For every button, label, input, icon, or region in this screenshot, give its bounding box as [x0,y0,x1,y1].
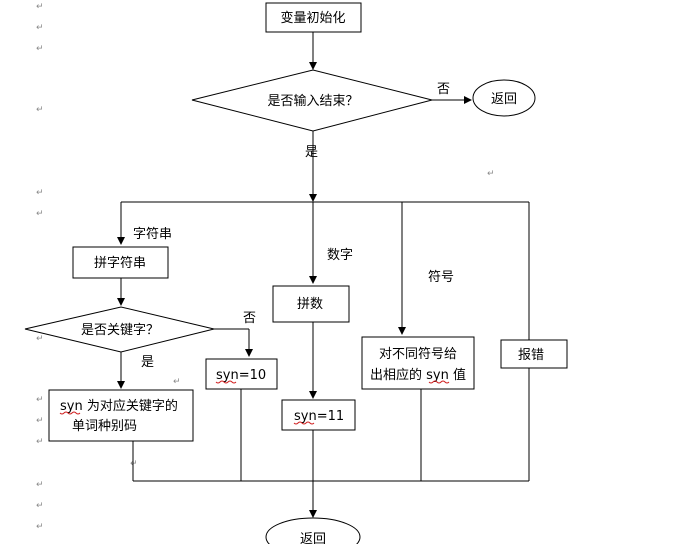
node-return-top-label: 返回 [491,92,517,107]
paragraph-mark: ↵ [36,188,44,198]
node-symbol-line2: 出相应的 syn 值 [370,367,466,383]
node-keyword-code-line2: 单词种别码 [72,419,137,434]
spellcheck-underline [293,421,315,425]
paragraph-mark: ↵ [173,377,181,387]
node-concat-string-label: 拼字符串 [94,255,146,271]
node-report-error: 报错 [500,339,568,369]
node-check-end-label: 是否输入结束？ [267,93,358,109]
node-report-error-label: 报错 [518,348,544,363]
node-keyword-code: syn 为对应关键字的 单词种别码 [48,389,194,442]
paragraph-mark: ↵ [36,105,44,115]
node-return-bottom-label: 返回 [300,532,326,544]
paragraph-mark: ↵ [36,522,44,532]
paragraph-mark: ↵ [36,501,44,511]
node-concat-number-label: 拼数 [297,297,323,312]
node-check-end: 是否输入结束？ [191,69,433,132]
node-return-top: 返回 [472,79,536,117]
edge-label-digit: 数字 [327,248,353,263]
paragraph-mark: ↵ [36,209,44,219]
paragraph-mark: ↵ [36,437,44,447]
node-check-keyword: 是否关键字？ [24,306,215,353]
paragraph-mark: ↵ [36,23,44,33]
connectors [117,32,530,518]
paragraph-mark: ↵ [130,459,138,469]
node-init: 变量初始化 [265,2,362,33]
node-syn11: syn=11 [281,399,356,431]
edge-label-string: 字符串 [133,226,172,242]
paragraph-mark: ↵ [36,480,44,490]
paragraph-mark: ↵ [487,169,495,179]
edge-label-no-top: 否 [437,82,450,97]
edge-label-yes-top: 是 [305,145,318,160]
spellcheck-underline [428,380,450,384]
node-concat-number: 拼数 [272,285,350,323]
node-init-label: 变量初始化 [280,10,345,26]
paragraph-mark: ↵ [36,395,44,405]
spellcheck-underline [59,411,81,415]
node-syn10: syn=10 [205,358,278,390]
edge-label-symbol: 符号 [428,269,454,285]
node-syn11-label: syn=11 [294,409,344,424]
paragraph-mark: ↵ [36,2,44,12]
margin-paragraph-marks: ↵ ↵ ↵ ↵ ↵ ↵ ↵ ↵ ↵ ↵ ↵ ↵ ↵ ↵ ↵ ↵ [36,2,495,532]
edge-label-no-keyword: 否 [243,311,256,326]
edge-label-yes-keyword: 是 [141,355,154,370]
node-syn10-label: syn=10 [216,368,266,383]
paragraph-mark: ↵ [36,334,44,344]
node-return-bottom: 返回 [265,517,361,544]
paragraph-mark: ↵ [36,416,44,426]
node-symbol: 对不同符号给 出相应的 syn 值 [361,336,475,390]
node-check-keyword-label: 是否关键字？ [81,323,159,338]
paragraph-mark: ↵ [36,44,44,54]
spellcheck-underline [215,380,237,384]
node-keyword-code-line1: syn 为对应关键字的 [60,398,178,414]
node-concat-string: 拼字符串 [72,246,169,279]
node-symbol-line1: 对不同符号给 [379,346,457,362]
